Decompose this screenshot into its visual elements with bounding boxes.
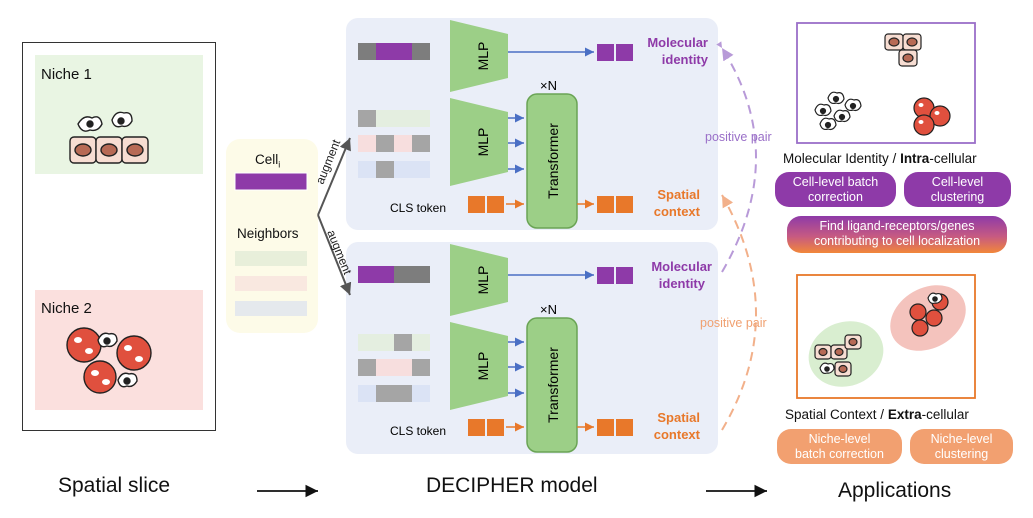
niche-level-clustering-pill: Niche-level clustering [910, 429, 1013, 464]
pill2-line1: Cell-level [931, 175, 984, 189]
repeat-n-label: ×N [540, 302, 557, 317]
svg-text:MLP: MLP [475, 352, 491, 381]
applications-caption: Applications [838, 479, 952, 502]
pill1-line1: Cell-level batch [792, 175, 879, 189]
immune-cell-icon [97, 332, 138, 388]
pill1-line2: correction [808, 190, 863, 204]
svg-text:MLP: MLP [475, 42, 491, 71]
pill3-line2: contributing to cell localization [813, 234, 981, 248]
augment-arrow-bottom [317, 214, 352, 296]
transformer-block [526, 93, 578, 229]
repeat-n-label: ×N [540, 78, 557, 93]
cell-i-label: Celli [255, 152, 280, 170]
epithelial-cell-icon [69, 136, 149, 164]
niche-2-label: Niche 2 [41, 300, 92, 317]
epithelial-cell-icon [884, 33, 922, 67]
spatial-context-label-bottom-2: context [654, 427, 701, 442]
immune-cell-icon [77, 111, 133, 132]
molecular-input-token [358, 266, 430, 283]
extra-cellular-title: Spatial Context / Extra-cellular [785, 407, 969, 422]
cell-subscript: i [278, 159, 281, 170]
pill4-line1: Niche-level [808, 432, 871, 446]
positive-pair-arc-orange [721, 194, 757, 431]
mlp-block [450, 244, 508, 316]
niche-level-batch-correction-pill: Niche-level batch correction [777, 429, 902, 464]
cls-token-label: CLS token [390, 424, 446, 438]
molecular-input-token [358, 43, 430, 60]
extra-suffix: -cellular [921, 407, 969, 422]
spatial-context-label-top-2: context [654, 204, 701, 219]
cell-level-clustering-pill: Cell-level clustering [904, 172, 1011, 207]
augment-label-bottom: augment [324, 228, 355, 277]
molecular-identity-label-top-1: Molecular [647, 35, 708, 50]
spatial-slice-caption: Spatial slice [58, 474, 171, 497]
molecular-identity-label-top-2: identity [662, 52, 709, 67]
neighbor-input-tokens [358, 334, 430, 402]
positive-pair-arc-purple [721, 47, 757, 273]
neighbor-input-tokens [358, 110, 430, 178]
cell-i-token [234, 172, 308, 191]
cell-label: Cell [255, 152, 279, 167]
model-caption: DECIPHER model [426, 474, 598, 497]
cls-token-label: CLS token [390, 201, 446, 215]
cell-level-batch-correction-pill: Cell-level batch correction [775, 172, 896, 207]
tumor-cell-icon [913, 97, 951, 136]
neighbors-label: Neighbors [237, 226, 299, 241]
intra-prefix: Molecular Identity / [783, 151, 901, 166]
pill4-line2: batch correction [795, 447, 884, 461]
mlp-block [450, 20, 508, 92]
positive-pair-label-purple: positive pair [705, 130, 772, 144]
svg-text:Transformer: Transformer [545, 347, 561, 423]
niche-1-label: Niche 1 [41, 66, 92, 83]
mlp-block [450, 322, 508, 410]
spatial-context-label-bottom-1: Spatial [657, 410, 700, 425]
augment-label-top: augment [313, 137, 344, 186]
extra-prefix: Spatial Context / [785, 407, 888, 422]
molecular-output-token [597, 44, 633, 61]
immune-cell-icon [819, 292, 943, 375]
molecular-output-token [597, 267, 633, 284]
ligand-receptor-pill: Find ligand-receptors/genes contributing… [787, 216, 1007, 253]
extra-bold: Extra [887, 407, 922, 422]
intra-suffix: -cellular [929, 151, 977, 166]
spatial-context-label-top-1: Spatial [657, 187, 700, 202]
pill2-line2: clustering [930, 190, 985, 204]
intra-cellular-title: Molecular Identity / Intra-cellular [783, 151, 977, 166]
pill5-line1: Niche-level [930, 432, 993, 446]
svg-text:Transformer: Transformer [545, 123, 561, 199]
neighbor-tokens [235, 251, 307, 316]
input-panel [226, 139, 318, 333]
molecular-identity-label-bottom-2: identity [659, 276, 706, 291]
intra-bold: Intra [900, 151, 930, 166]
niche-cells-illustration [66, 111, 152, 394]
transformer-block [526, 317, 578, 453]
svg-text:MLP: MLP [475, 266, 491, 295]
tumor-cell-icon [66, 327, 152, 394]
immune-cell-icon [814, 91, 862, 131]
molecular-identity-label-bottom-1: Molecular [651, 259, 712, 274]
positive-pair-label-orange: positive pair [700, 316, 767, 330]
epithelial-cell-icon [814, 334, 862, 377]
mlp-block [450, 98, 508, 186]
svg-text:MLP: MLP [475, 128, 491, 157]
augment-arrow-top [317, 137, 351, 216]
pill5-line2: clustering [934, 447, 989, 461]
pill3-line1: Find ligand-receptors/genes [819, 219, 975, 233]
